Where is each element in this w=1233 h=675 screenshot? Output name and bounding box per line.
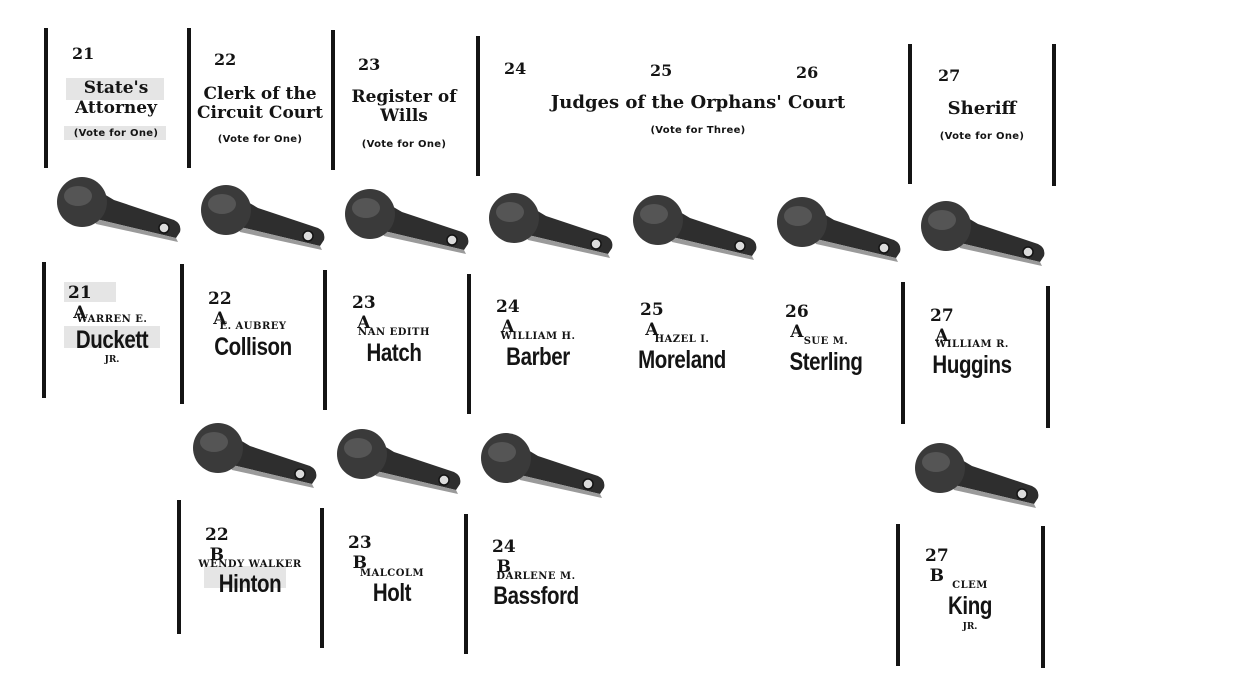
office-number: 27 [938,66,961,85]
office-title-line: State's [83,78,149,98]
divider [896,524,900,666]
candidate-suffix: JR. [104,355,120,365]
candidate-last-name: Collison [214,333,292,361]
divider [1052,44,1056,186]
candidate-last-name: King [948,592,992,620]
candidate-last-name: Barber [506,343,570,371]
print-smudge [204,566,286,588]
vote-instruction: (Vote for Three) [650,125,746,136]
candidate-last-name: Moreland [638,346,726,374]
print-smudge [66,78,164,100]
divider [1041,526,1045,668]
divider [320,508,324,648]
office-number: 21 [72,44,95,63]
voting-lever-27b[interactable] [910,434,1042,514]
candidate-first-name: WILLIAM H. [500,331,576,342]
candidate-number: 27 A [930,306,954,346]
divider [1046,286,1050,428]
candidate-number: 22 B [205,525,229,565]
candidate-first-name: WILLIAM R. [935,339,1009,350]
candidate-last-name: Huggins [932,351,1012,379]
voting-lever-22a[interactable] [196,176,328,256]
candidate-first-name: HAZEL I. [654,334,710,345]
print-smudge [64,282,116,302]
candidate-first-name: NAN EDITH [358,327,430,338]
vote-instruction: (Vote for One) [73,128,159,139]
candidate-number: 24 A [496,297,520,337]
office-title: Sheriff [947,98,1017,119]
candidate-number: 23 B [348,533,372,573]
office-title-line: Circuit Court [197,103,323,123]
voting-lever-21a[interactable] [52,168,184,248]
voting-lever-23a[interactable] [340,180,472,260]
divider [323,270,327,410]
candidate-first-name: WARREN E. [76,314,148,325]
voting-lever-24b[interactable] [476,424,608,504]
divider [180,264,184,404]
office-number: 22 [214,50,237,69]
voting-lever-24a[interactable] [484,184,616,264]
office-title-line: Attorney [75,98,157,118]
voting-lever-27a[interactable] [916,192,1048,272]
vote-instruction: (Vote for One) [939,131,1025,142]
candidate-number: 24 B [492,537,516,577]
divider [331,30,335,170]
divider [464,514,468,654]
candidate-last-name: Hatch [366,339,422,367]
office-title-line: Wills [380,106,428,126]
vote-instruction: (Vote for One) [217,134,303,145]
candidate-first-name: WENDY WALKER [198,559,302,570]
candidate-first-name: E. AUBREY [219,321,287,332]
office-title: Judges of the Orphans' Court [550,92,846,113]
candidate-number: 26 A [785,302,809,342]
divider [44,28,48,168]
print-smudge [64,326,160,348]
candidate-last-name: Duckett [75,326,149,354]
candidate-first-name: SUE M. [803,336,849,347]
office-number: 26 [796,63,819,82]
divider [42,262,46,398]
candidate-first-name: DARLENE M. [496,571,576,582]
candidate-number: 21 A [68,283,92,323]
divider [177,500,181,634]
candidate-last-name: Hinton [218,570,282,598]
voting-lever-26a[interactable] [772,188,904,268]
candidate-first-name: MALCOLM [359,568,425,579]
candidate-number: 22 A [208,289,232,329]
divider [467,274,471,414]
office-number: 24 [504,59,527,78]
office-title-line: Clerk of the [203,84,317,104]
divider [476,36,480,176]
divider [187,28,191,168]
office-title-line: Register of [351,87,457,107]
voting-lever-25a[interactable] [628,186,760,266]
candidate-first-name: CLEM [952,580,988,591]
candidate-suffix: JR. [962,622,978,632]
office-number: 23 [358,55,381,74]
candidate-number: 27 B [925,546,949,586]
vote-instruction: (Vote for One) [361,139,447,150]
divider [908,44,912,184]
candidate-number: 23 A [352,293,376,333]
print-smudge [64,126,166,140]
candidate-number: 25 A [640,300,664,340]
candidate-last-name: Holt [372,579,412,607]
divider [901,282,905,424]
office-number: 25 [650,61,673,80]
candidate-last-name: Sterling [789,348,863,376]
candidate-last-name: Bassford [493,582,579,610]
voting-lever-22b[interactable] [188,414,320,494]
voting-lever-23b[interactable] [332,420,464,500]
